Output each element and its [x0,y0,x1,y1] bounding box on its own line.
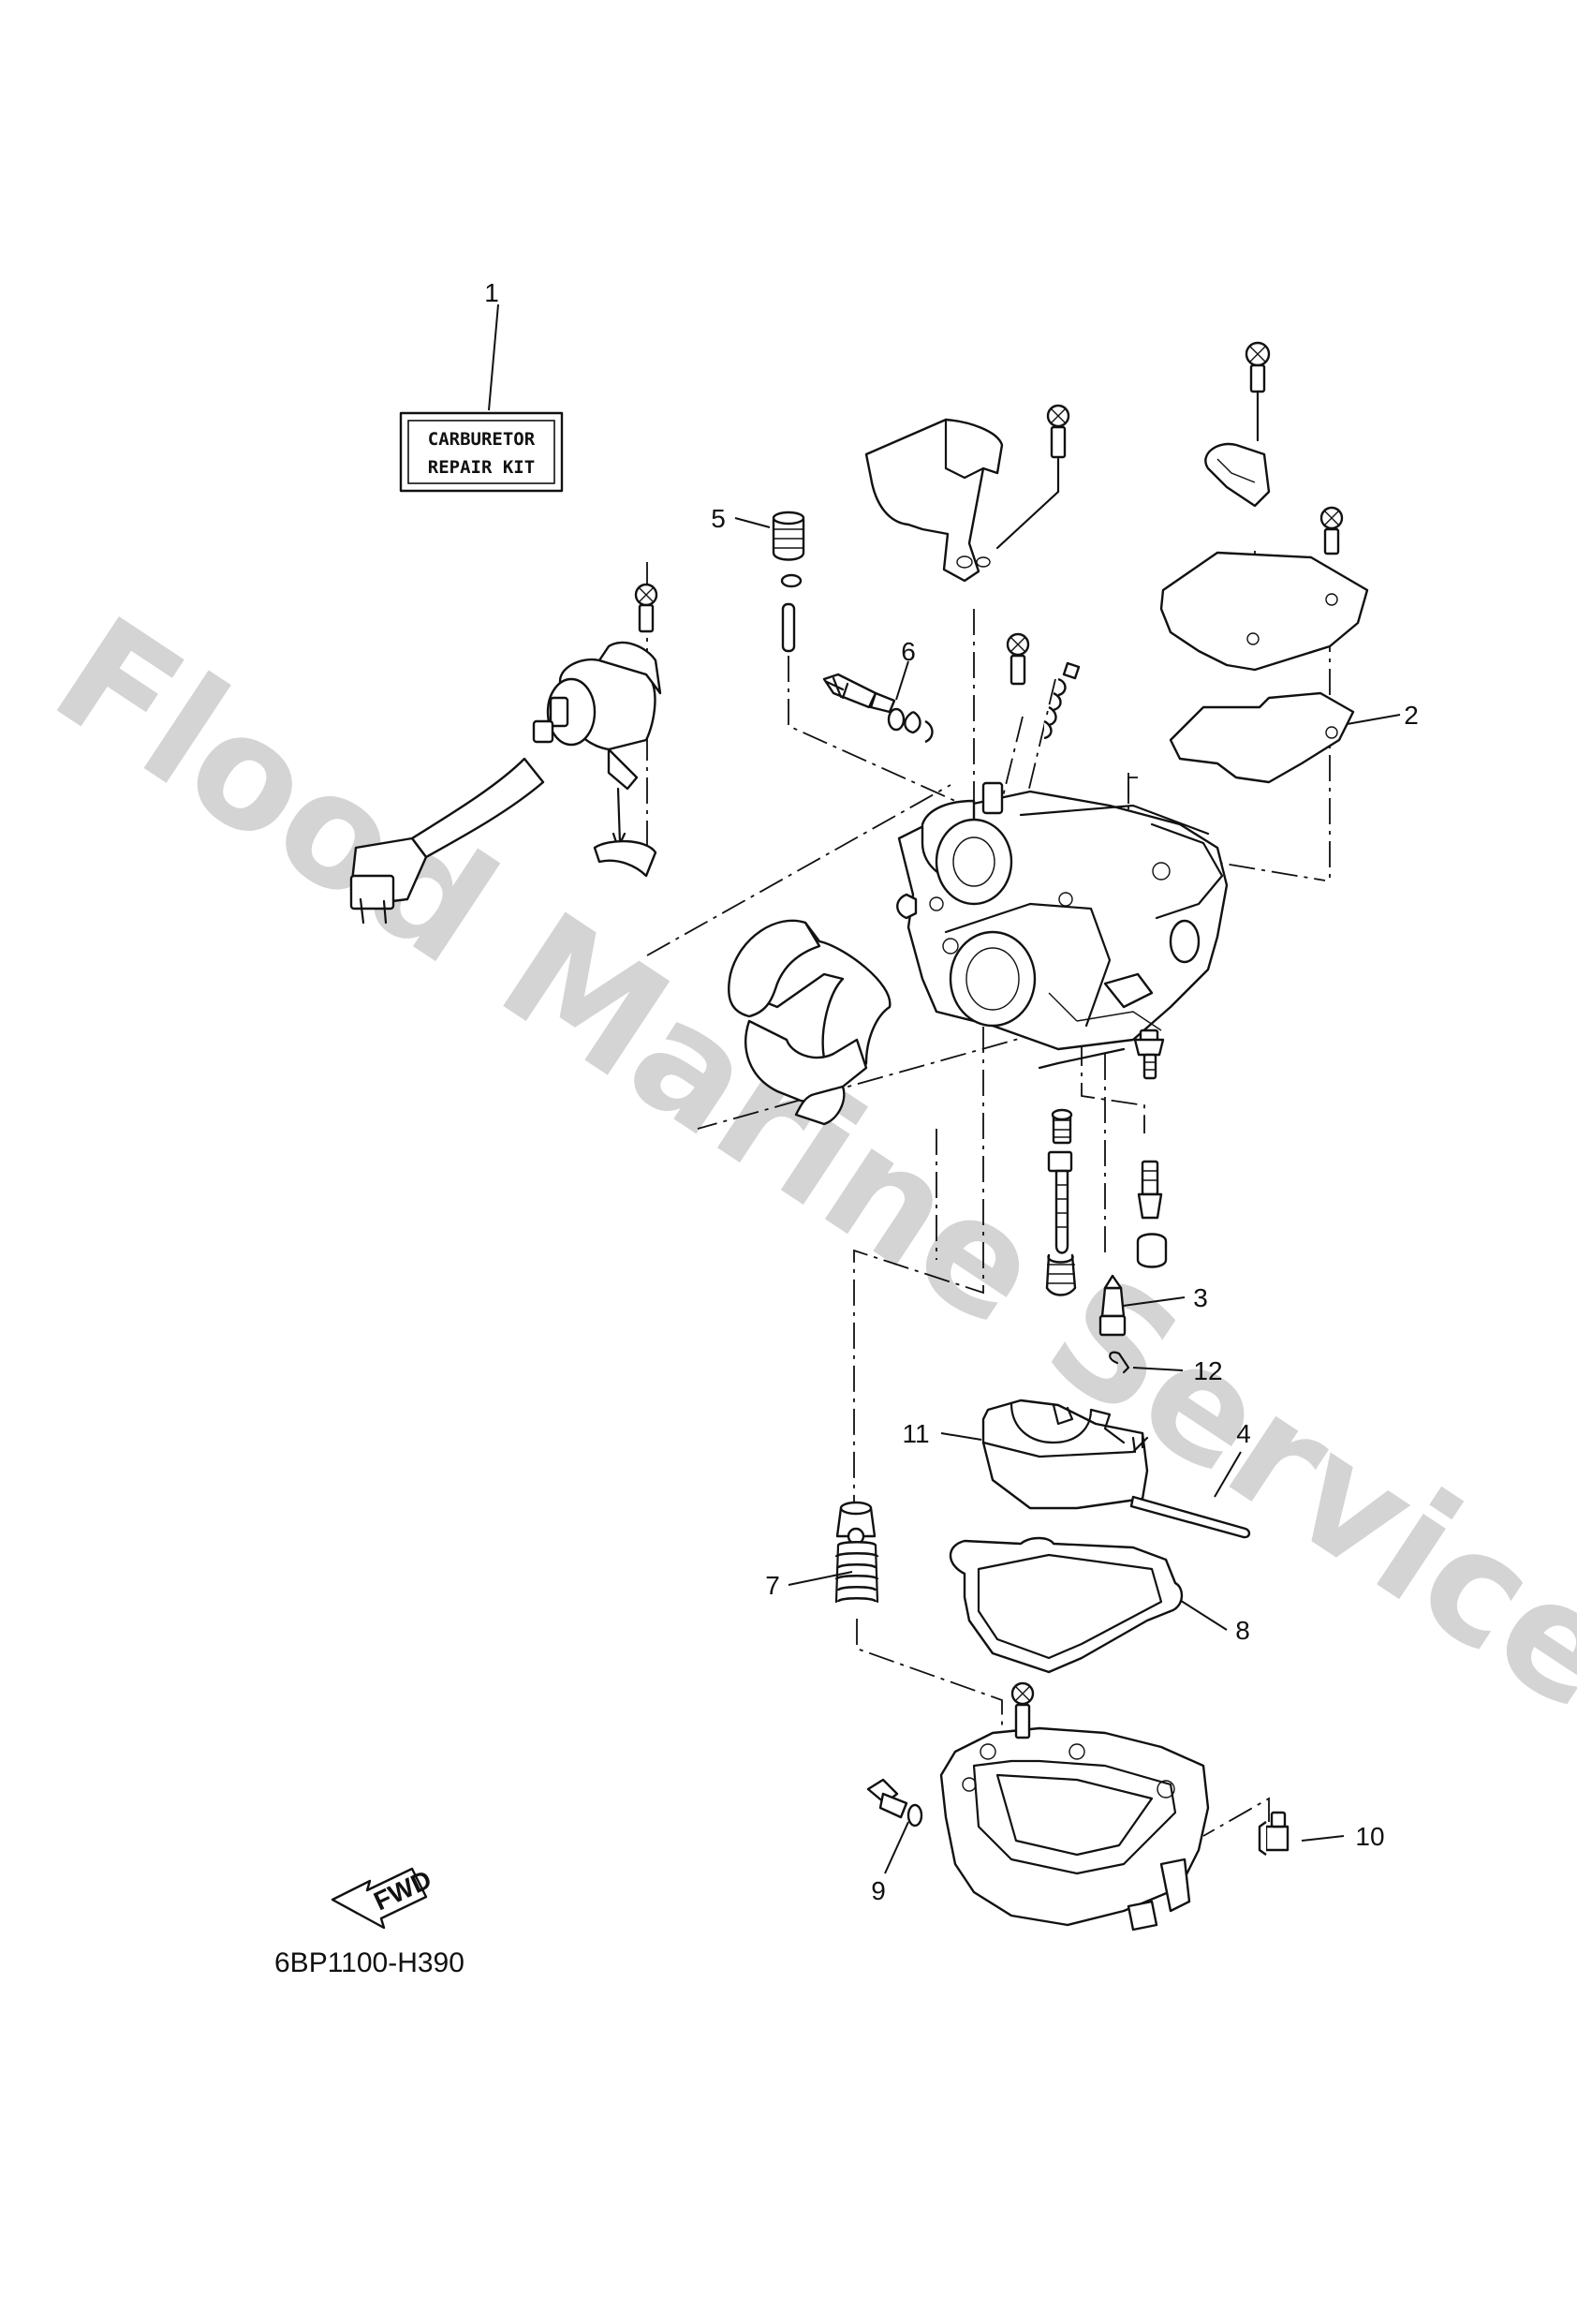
watermark: Flood Marine Services [24,583,1577,1796]
main-jet-3 [1098,1274,1127,1337]
callout-1: 1 [484,278,499,307]
repair-kit-label: CARBURETOR REPAIR KIT [399,411,564,493]
callout-numbers: 1 2 3 4 5 6 7 8 9 10 11 12 [484,278,1419,1905]
callout-11: 11 [902,1419,929,1448]
callout-3: 3 [1193,1283,1208,1312]
drawing-code: 6BP1100-H390 [274,1947,464,1978]
plunger [772,511,805,653]
callout-9: 9 [871,1876,886,1905]
callout-5: 5 [711,504,726,533]
float-chamber [939,1681,1210,1932]
drain-screw-9 [866,1778,923,1828]
clip-12 [1109,1351,1130,1374]
carburetor-body [896,781,1229,1070]
callout-7: 7 [765,1571,780,1600]
gasket-2 [1169,691,1355,784]
top-cover-plate [1159,341,1369,672]
body-screws [1006,632,1081,740]
lower-jets [1045,1029,1168,1296]
drain-valve-7 [834,1501,879,1604]
callout-4: 4 [1236,1419,1251,1448]
o-ring-6 [887,707,906,732]
top-bracket [864,404,1070,583]
fwd-arrow-icon: FWD [331,1864,435,1930]
callout-6: 6 [901,637,916,666]
throttle-sensor-assembly [349,583,662,925]
float-pin-4 [1129,1495,1251,1539]
callout-2: 2 [1404,701,1419,730]
kit-label-line2: REPAIR KIT [428,457,535,478]
kit-label-line1: CARBURETOR [428,429,536,450]
gasket-hole [1325,726,1338,739]
gasket-8 [949,1536,1184,1674]
callout-12: 12 [1193,1356,1222,1385]
bolt-10 [1258,1811,1290,1856]
fuel-hose [728,919,892,1126]
gasket-8-inner [977,1553,1163,1660]
callout-10: 10 [1355,1822,1384,1851]
callout-8: 8 [1235,1616,1250,1645]
idle-screw [822,673,934,744]
float-11 [981,1399,1149,1510]
